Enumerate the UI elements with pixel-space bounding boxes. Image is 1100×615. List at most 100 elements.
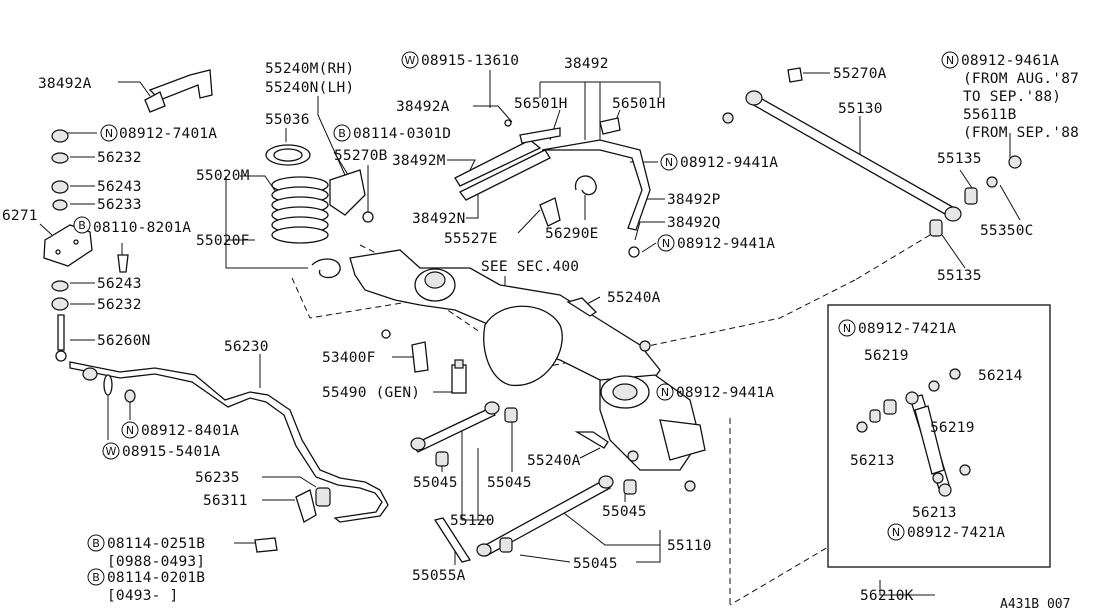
label-6271: 6271 bbox=[2, 208, 38, 224]
label-n08912-9441a-1: 08912-9441A bbox=[680, 155, 778, 171]
label-55045-d: 55045 bbox=[573, 556, 618, 572]
svg-text:N: N bbox=[105, 127, 113, 140]
part-labels: 38492A 55240M(RH) 55240N(LH) 08915-13610… bbox=[2, 53, 1079, 612]
shock-box bbox=[827, 304, 1051, 568]
label-from-sep88: (FROM SEP.'88 bbox=[963, 125, 1079, 141]
label-b08110-8201a: 08110-8201A bbox=[93, 220, 191, 236]
n-circle-2: N bbox=[100, 124, 118, 142]
label-38492q: 38492Q bbox=[667, 215, 721, 231]
label-55045-a: 55045 bbox=[413, 475, 458, 491]
stab-clamp bbox=[295, 489, 317, 523]
label-56243-bot: 56243 bbox=[97, 276, 142, 292]
part-shapes bbox=[43, 67, 1051, 568]
label-56233: 56233 bbox=[97, 197, 142, 213]
label-55490: 55490 (GEN) bbox=[322, 385, 420, 401]
label-56311: 56311 bbox=[203, 493, 248, 509]
label-55611b: 55611B bbox=[963, 107, 1017, 123]
label-56501h-a: 56501H bbox=[514, 96, 568, 112]
label-38492p: 38492P bbox=[667, 192, 721, 208]
svg-text:N: N bbox=[843, 322, 851, 335]
label-from-aug87: (FROM AUG.'87 bbox=[963, 71, 1079, 87]
n-circle-6: N bbox=[121, 421, 139, 439]
label-56232-bot: 56232 bbox=[97, 297, 142, 313]
svg-text:W: W bbox=[106, 445, 117, 458]
b-circle-1: B bbox=[333, 124, 351, 142]
label-see-sec400: SEE SEC.400 bbox=[481, 259, 579, 275]
label-55240m: 55240M(RH) bbox=[265, 61, 354, 77]
svg-text:N: N bbox=[126, 424, 134, 437]
label-56230: 56230 bbox=[224, 339, 269, 355]
coil-spring bbox=[271, 176, 329, 244]
label-56235: 56235 bbox=[195, 470, 240, 486]
label-56501h-b: 56501H bbox=[612, 96, 666, 112]
label-55045-b: 55045 bbox=[487, 475, 532, 491]
label-38492m: 38492M bbox=[392, 153, 446, 169]
label-55055a: 55055A bbox=[412, 568, 466, 584]
n-circle-3: N bbox=[660, 153, 678, 171]
svg-text:N: N bbox=[662, 237, 670, 250]
label-38492-top: 38492 bbox=[564, 56, 609, 72]
label-55120: 55120 bbox=[450, 513, 495, 529]
label-n08912-9441a-3: 08912-9441A bbox=[676, 385, 774, 401]
prefix-circles: W N N B B N N N N W B B N N bbox=[73, 51, 959, 586]
label-b08114-0251b: 08114-0251B bbox=[107, 536, 205, 552]
label-56213-a: 56213 bbox=[850, 453, 895, 469]
label-56243-top: 56243 bbox=[97, 179, 142, 195]
label-n08912-7401a: 08912-7401A bbox=[119, 126, 217, 142]
label-55036: 55036 bbox=[265, 112, 310, 128]
label-38492n: 38492N bbox=[412, 211, 466, 227]
label-56232-top: 56232 bbox=[97, 150, 142, 166]
n-circle-5: N bbox=[656, 383, 674, 401]
label-n08912-9461a: 08912-9461A bbox=[961, 53, 1059, 69]
label-range-0493: [0493- ] bbox=[107, 588, 178, 604]
label-55135-a: 55135 bbox=[937, 151, 982, 167]
label-56260n: 56260N bbox=[97, 333, 151, 349]
label-55020m: 55020M bbox=[196, 168, 250, 184]
label-55270a: 55270A bbox=[833, 66, 887, 82]
label-w08915-13610: 08915-13610 bbox=[421, 53, 519, 69]
w-circle-2: W bbox=[102, 442, 120, 460]
b-circle-2: B bbox=[73, 216, 91, 234]
n-circle-4: N bbox=[657, 234, 675, 252]
label-55130: 55130 bbox=[838, 101, 883, 117]
figure-code: A431B 007 bbox=[1000, 597, 1070, 612]
n-circle-7: N bbox=[838, 319, 856, 337]
svg-text:B: B bbox=[92, 571, 100, 584]
plate-6271 bbox=[43, 224, 93, 267]
label-56213-b: 56213 bbox=[912, 505, 957, 521]
label-55240n: 55240N(LH) bbox=[265, 80, 354, 96]
n-circle-1: N bbox=[941, 51, 959, 69]
label-56210k: 56210K bbox=[860, 588, 914, 604]
label-range-0988-0493: [0988-0493] bbox=[107, 554, 205, 570]
label-53400f: 53400F bbox=[322, 350, 376, 366]
label-b08114-0301d: 08114-0301D bbox=[353, 126, 451, 142]
label-n08912-8401a: 08912-8401A bbox=[141, 423, 239, 439]
svg-text:W: W bbox=[405, 54, 416, 67]
n-circle-8: N bbox=[887, 523, 905, 541]
svg-text:B: B bbox=[338, 127, 346, 140]
label-38492a-mid: 38492A bbox=[396, 99, 450, 115]
label-55240a-1: 55240A bbox=[607, 290, 661, 306]
svg-text:N: N bbox=[892, 526, 900, 539]
label-55350c: 55350C bbox=[980, 223, 1034, 239]
svg-text:N: N bbox=[661, 386, 669, 399]
w-circle-1: W bbox=[401, 51, 419, 69]
svg-text:B: B bbox=[92, 537, 100, 550]
label-55045-c: 55045 bbox=[602, 504, 647, 520]
svg-text:N: N bbox=[946, 54, 954, 67]
label-55135-b: 55135 bbox=[937, 268, 982, 284]
b-circle-4: B bbox=[87, 568, 105, 586]
svg-text:N: N bbox=[665, 156, 673, 169]
label-56214: 56214 bbox=[978, 368, 1023, 384]
label-55240a-2: 55240A bbox=[527, 453, 581, 469]
label-56219-a: 56219 bbox=[864, 348, 909, 364]
label-56290e: 56290E bbox=[545, 226, 599, 242]
stabilizer-bar bbox=[69, 361, 389, 523]
label-55270b: 55270B bbox=[334, 148, 388, 164]
label-56219-b: 56219 bbox=[930, 420, 975, 436]
bracket-38492a bbox=[148, 69, 213, 101]
label-n08912-7421a-2: 08912-7421A bbox=[907, 525, 1005, 541]
label-b08114-0201b: 08114-0201B bbox=[107, 570, 205, 586]
